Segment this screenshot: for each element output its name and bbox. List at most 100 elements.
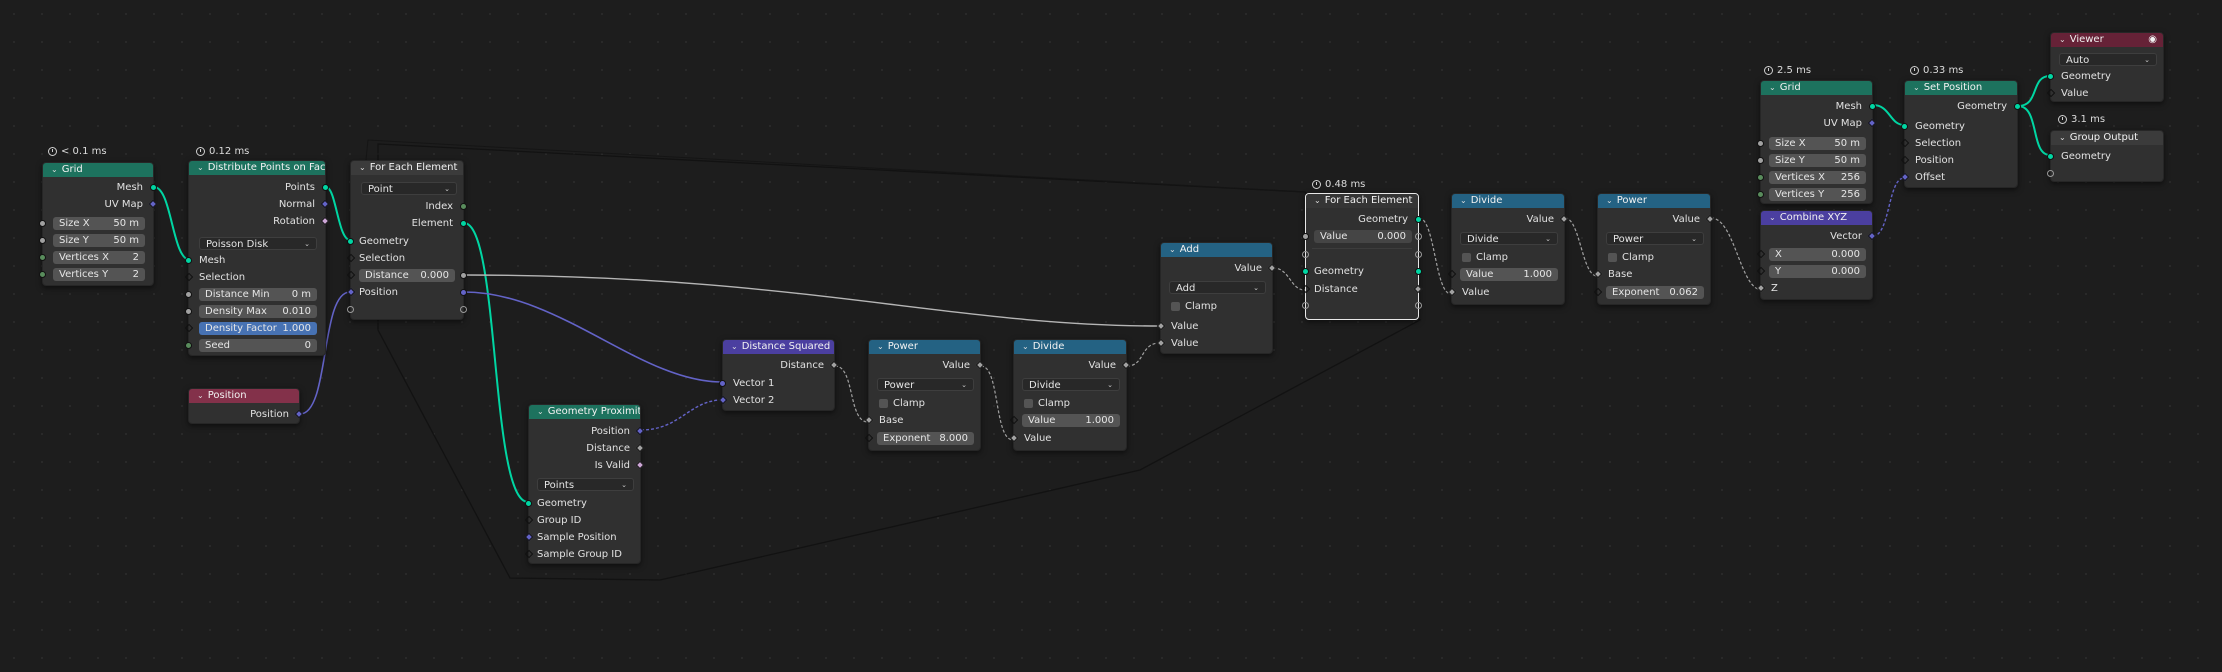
checkbox-box[interactable] — [1608, 253, 1617, 262]
output-socket-index[interactable] — [460, 203, 467, 210]
collapse-chevron-icon[interactable]: ⌄ — [1169, 245, 1176, 254]
group-output-node[interactable]: ⌄Group Output Geometry — [2047, 130, 2164, 182]
collapse-chevron-icon[interactable]: ⌄ — [197, 163, 204, 172]
node-header[interactable]: ⌄For Each Element — [351, 161, 463, 175]
input-socket-vertices-x[interactable] — [39, 254, 46, 261]
node-header[interactable]: ⌄Divide — [1452, 194, 1564, 208]
node-header[interactable]: ⌄For Each Element — [1306, 194, 1418, 208]
operation-dropdown[interactable]: Divide⌄ — [1022, 378, 1120, 391]
clamp-checkbox[interactable]: Clamp — [1608, 251, 1654, 264]
node-header[interactable]: ⌄Distribute Points on Faces — [189, 161, 325, 175]
node-header[interactable]: ⌄Viewer◉ — [2051, 33, 2163, 47]
operation-dropdown[interactable]: Power⌄ — [877, 378, 974, 391]
input-socket-vertices-y[interactable] — [39, 271, 46, 278]
checkbox-box[interactable] — [1024, 399, 1033, 408]
input-socket-geometry[interactable] — [1302, 268, 1309, 275]
node-header[interactable]: ⌄Geometry Proximity — [529, 405, 640, 419]
node-header[interactable]: ⌄Divide — [1014, 340, 1126, 354]
output-socket-value[interactable] — [1415, 233, 1422, 240]
for-each-input-node[interactable]: ⌄For Each Element Point⌄ Index Element G… — [346, 160, 467, 320]
output-socket-mesh[interactable] — [150, 184, 157, 191]
node-header[interactable]: ⌄Grid — [43, 163, 153, 177]
domain-dropdown[interactable]: Point⌄ — [361, 182, 457, 195]
collapse-chevron-icon[interactable]: ⌄ — [1460, 196, 1467, 205]
input-socket-seed[interactable] — [185, 342, 192, 349]
output-socket-extend[interactable] — [1415, 251, 1422, 258]
node-header[interactable]: ⌄Combine XYZ — [1761, 211, 1872, 225]
clamp-checkbox[interactable]: Clamp — [1171, 300, 1217, 313]
node-header[interactable]: ⌄Set Position — [1905, 81, 2017, 95]
node-header[interactable]: ⌄Grid — [1761, 81, 1872, 95]
input-socket-extend-2[interactable] — [1302, 302, 1309, 309]
collapse-chevron-icon[interactable]: ⌄ — [359, 163, 366, 172]
distribute-points-node[interactable]: ⌄Distribute Points on Faces Points Norma… — [184, 160, 330, 356]
input-socket-vector1[interactable] — [719, 380, 726, 387]
collapse-chevron-icon[interactable]: ⌄ — [731, 342, 738, 351]
operation-dropdown[interactable]: Add⌄ — [1169, 281, 1266, 294]
collapse-chevron-icon[interactable]: ⌄ — [877, 342, 884, 351]
collapse-chevron-icon[interactable]: ⌄ — [537, 407, 544, 416]
input-socket-distance-min[interactable] — [185, 291, 192, 298]
output-socket-distance[interactable] — [460, 272, 467, 279]
input-socket-density-max[interactable] — [185, 308, 192, 315]
checkbox-box[interactable] — [879, 399, 888, 408]
eye-icon[interactable]: ◉ — [2148, 34, 2157, 45]
input-socket-size-y[interactable] — [1757, 157, 1764, 164]
input-socket-mesh[interactable] — [185, 257, 192, 264]
output-socket-points[interactable] — [322, 184, 329, 191]
collapse-chevron-icon[interactable]: ⌄ — [1913, 83, 1920, 92]
node-header[interactable]: ⌄Group Output — [2051, 131, 2163, 145]
collapse-chevron-icon[interactable]: ⌄ — [1769, 213, 1776, 222]
node-header[interactable]: ⌄Power — [1598, 194, 1710, 208]
input-socket-geometry[interactable] — [1901, 123, 1908, 130]
geometry-proximity-node[interactable]: ⌄Geometry Proximity Position Distance Is… — [524, 404, 645, 564]
input-socket-geometry[interactable] — [2047, 73, 2054, 80]
collapse-chevron-icon[interactable]: ⌄ — [51, 165, 58, 174]
output-socket-geometry[interactable] — [1415, 216, 1422, 223]
output-socket-geometry[interactable] — [2014, 103, 2021, 110]
node-header[interactable]: ⌄Power — [869, 340, 980, 354]
input-socket-vertices-x[interactable] — [1757, 174, 1764, 181]
output-socket-element[interactable] — [460, 220, 467, 227]
output-socket-mesh[interactable] — [1869, 103, 1876, 110]
position-node[interactable]: ⌄Position Position — [188, 388, 304, 424]
input-socket-vertices-y[interactable] — [1757, 191, 1764, 198]
output-socket-position[interactable] — [460, 289, 467, 296]
clamp-checkbox[interactable]: Clamp — [1024, 397, 1070, 410]
viewer-domain-dropdown[interactable]: Auto⌄ — [2059, 53, 2157, 66]
set-position-node[interactable]: ⌄Set Position Geometry Geometry Selectio… — [1900, 80, 2021, 188]
clamp-checkbox[interactable]: Clamp — [1462, 251, 1508, 264]
viewer-node[interactable]: ⌄Viewer◉ Auto⌄ Geometry Value — [2046, 32, 2164, 102]
collapse-chevron-icon[interactable]: ⌄ — [1606, 196, 1613, 205]
input-socket-size-y[interactable] — [39, 237, 46, 244]
input-socket-extend[interactable] — [2047, 170, 2054, 177]
collapse-chevron-icon[interactable]: ⌄ — [197, 391, 204, 400]
input-socket-geometry[interactable] — [525, 500, 532, 507]
operation-dropdown[interactable]: Power⌄ — [1606, 232, 1704, 245]
node-header[interactable]: ⌄Add — [1161, 243, 1272, 257]
operation-dropdown[interactable]: Divide⌄ — [1460, 232, 1558, 245]
